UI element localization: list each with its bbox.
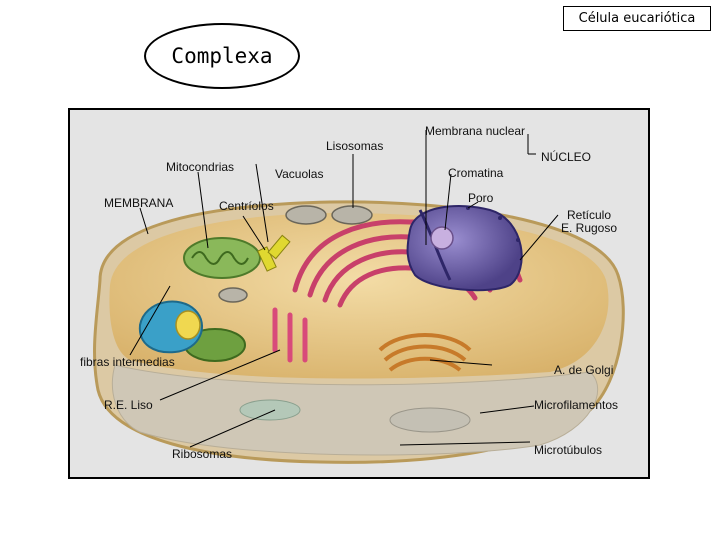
label-vacuolas: Vacuolas	[275, 167, 324, 181]
diagram-title: Célula eucariótica	[578, 11, 696, 26]
nucleolus	[430, 226, 454, 250]
nucleus	[406, 205, 523, 292]
cell-illustration	[68, 108, 650, 479]
label-e-rugoso: E. Rugoso	[561, 221, 618, 235]
label-fibras-intermedias: fibras intermedias	[80, 355, 175, 369]
golgi-apparatus	[378, 333, 472, 372]
label-reticulo: Retículo	[567, 208, 612, 222]
centrioles	[257, 234, 291, 272]
mitochondrion	[183, 237, 261, 279]
subtitle-text: Complexa	[171, 44, 273, 68]
leader-lines	[129, 130, 559, 448]
label-nucleo: NÚCLEO	[541, 150, 592, 164]
label-mitocondrias: Mitocondrias	[166, 160, 235, 174]
label-ribosomas: Ribosomas	[172, 447, 233, 461]
subtitle-oval: Complexa	[144, 23, 300, 89]
label-centriolos: Centríolos	[219, 199, 274, 213]
label-lisosomas: Lisosomas	[326, 139, 384, 153]
cytoplasm	[109, 212, 609, 379]
label-golgi: A. de Golgi	[554, 363, 614, 377]
title-box: Célula eucariótica	[563, 6, 711, 31]
label-cromatina: Cromatina	[448, 166, 504, 180]
label-poro: Poro	[468, 191, 494, 205]
label-membrana: MEMBRANA	[104, 196, 174, 210]
cell-drawing	[93, 130, 625, 464]
label-microtubulos: Microtúbulos	[534, 443, 603, 457]
label-microfilamentos: Microfilamentos	[534, 398, 619, 412]
label-re-liso: R.E. Liso	[104, 398, 153, 412]
label-membrana-nuclear: Membrana nuclear	[425, 124, 526, 138]
lower-cytoplasm	[112, 364, 599, 456]
lysosome	[331, 205, 373, 225]
